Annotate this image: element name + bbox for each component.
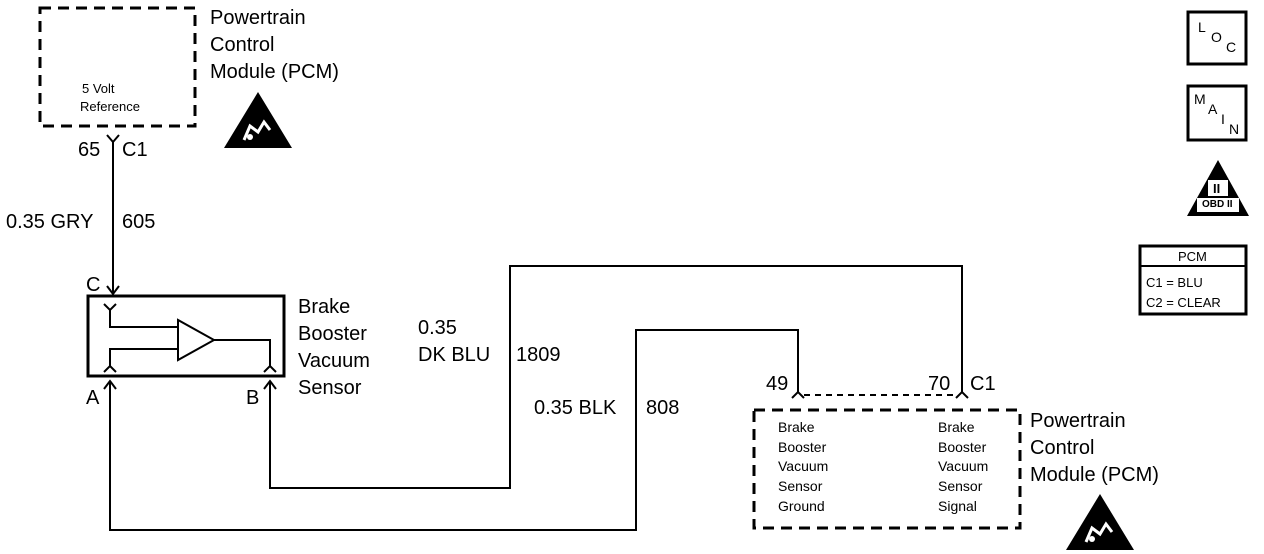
signal-label-3: Vacuum [938, 458, 989, 474]
wire-605-circuit: 605 [122, 211, 156, 233]
sensor-name-4: Sensor [298, 377, 362, 399]
terminal-c-arrow [106, 285, 120, 296]
main-letter-a: A [1208, 101, 1218, 117]
pcm-legend-title: PCM [1178, 249, 1207, 264]
sensor-terminal-c-label: C [86, 274, 101, 296]
pin-49-connector [791, 390, 805, 399]
sensor-internal-a [109, 348, 178, 366]
ground-label-3: Vacuum [778, 458, 829, 474]
esd-warning-icon [224, 92, 292, 148]
obd-numeral: II [1213, 181, 1221, 196]
top-pcm-box [38, 6, 197, 128]
main-letter-n: N [1229, 121, 1240, 137]
wire-605-gauge-color: 0.35 GRY [6, 211, 94, 233]
ground-label-4: Sensor [778, 478, 823, 494]
sensor-terminal-a [103, 364, 117, 373]
signal-label-2: Booster [938, 439, 987, 455]
top-pcm-label-2: Reference [80, 99, 140, 114]
pcm-legend-box [1138, 244, 1248, 316]
top-pcm-pin: 65 [78, 139, 101, 161]
obd-text: OBD II [1202, 199, 1233, 210]
bottom-pcm-title-1: Powertrain [1030, 410, 1126, 432]
esd-warning-icon [1066, 494, 1134, 550]
wire-1809-gauge: 0.35 [418, 317, 457, 339]
signal-label-4: Sensor [938, 478, 983, 494]
pin-70-label: 70 [928, 373, 951, 395]
sensor-internal-out [214, 339, 271, 366]
sensor-name-3: Vacuum [298, 350, 370, 372]
wire-1809-color: DK BLU [418, 344, 491, 366]
sensor-terminal-b [263, 364, 277, 373]
top-pcm-title-3: Module (PCM) [210, 61, 339, 83]
signal-label-5: Signal [938, 498, 977, 514]
sensor-terminal-c [103, 303, 117, 312]
pin-70-connector [955, 390, 969, 399]
bottom-pcm-title-3: Module (PCM) [1030, 464, 1159, 486]
sensor-box [86, 294, 286, 378]
main-letter-i: I [1221, 111, 1225, 127]
top-pcm-title-2: Control [210, 34, 275, 56]
main-letter-m: M [1194, 91, 1206, 107]
obd-ii-icon [1187, 160, 1249, 216]
ground-label-2: Booster [778, 439, 827, 455]
signal-label-1: Brake [938, 419, 975, 435]
loc-letter-c: C [1226, 39, 1237, 55]
sensor-name-2: Booster [298, 323, 367, 345]
loc-letter-l: L [1198, 19, 1206, 35]
bottom-connector-label: C1 [970, 373, 996, 395]
top-pcm-connector-label: C1 [122, 139, 148, 161]
amplifier-icon [177, 318, 217, 362]
sensor-internal-c [109, 310, 178, 328]
wire-808-circuit: 808 [646, 397, 680, 419]
wire-808-gauge-color: 0.35 BLK [534, 397, 617, 419]
top-pcm-title-1: Powertrain [210, 7, 306, 29]
sensor-name-1: Brake [298, 296, 351, 318]
ground-label-5: Ground [778, 498, 825, 514]
wire-808 [109, 329, 799, 531]
bottom-pcm-title-2: Control [1030, 437, 1095, 459]
pin-49-label: 49 [766, 373, 789, 395]
sensor-terminal-a-label: A [86, 387, 100, 409]
pcm-legend-c1: C1 = BLU [1146, 275, 1203, 290]
wire-1809 [269, 265, 963, 489]
top-pcm-label-1: 5 Volt [82, 81, 115, 96]
wire-1809-circuit: 1809 [516, 344, 561, 366]
ground-label-1: Brake [778, 419, 815, 435]
pcm-legend-c2: C2 = CLEAR [1146, 295, 1221, 310]
sensor-terminal-b-label: B [246, 387, 260, 409]
main-icon [1186, 84, 1248, 142]
loc-icon [1186, 10, 1248, 66]
loc-letter-o: O [1211, 29, 1222, 45]
bottom-pcm-box [752, 408, 1022, 530]
top-pcm-connector [106, 134, 120, 144]
